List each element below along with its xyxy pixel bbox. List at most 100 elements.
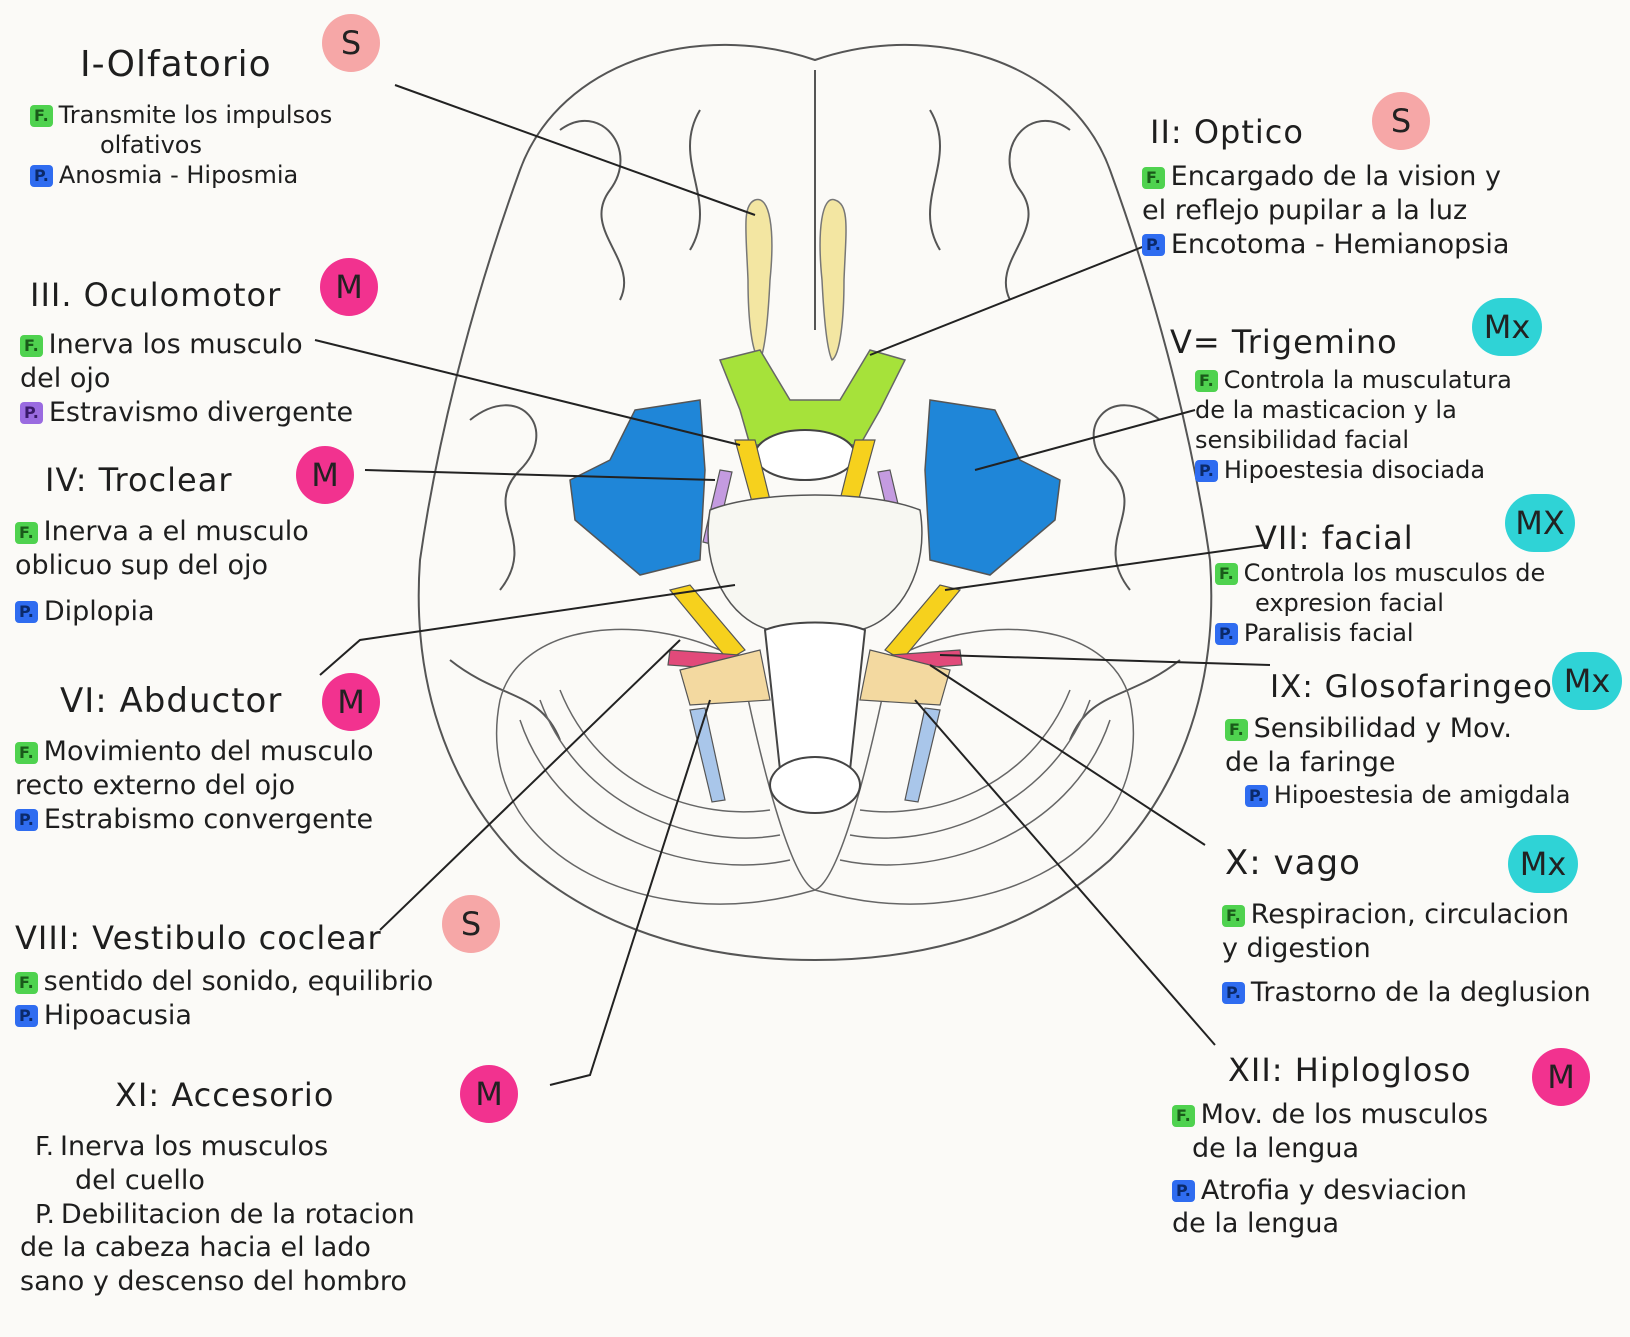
- olfactory-bulbs: [746, 200, 846, 360]
- desc-oculomotor: F. Inerva los musculo del ojo P. Estravism…: [20, 328, 353, 429]
- note-abductor: VI: Abductor: [60, 680, 282, 723]
- pons: [708, 495, 922, 630]
- nerve-title-hiplogloso: XII: Hiplogloso: [1228, 1050, 1472, 1090]
- function-line: oblicuo sup del ojo: [15, 550, 268, 581]
- desc-troclear: F.Inerva a el musculo oblicuo sup del oj…: [15, 515, 309, 628]
- spinal-cord-section: [770, 757, 860, 813]
- function-tag: F.: [1172, 1105, 1195, 1127]
- function-line: Inerva a el musculo: [44, 516, 309, 547]
- note-vago: X: vago: [1225, 842, 1361, 885]
- function-line: Controla la musculatura: [1224, 366, 1512, 394]
- pathology-tag: P.: [15, 601, 38, 623]
- function-line: del cuello: [75, 1165, 205, 1196]
- note-glosofaringeo: IX: Glosofaringeo: [1270, 668, 1553, 707]
- pathology-line: Diplopia: [44, 596, 155, 627]
- function-line: Controla los musculos de: [1244, 559, 1546, 587]
- type-badge-oculomotor: M: [320, 258, 378, 316]
- type-badge-facial: MX: [1505, 494, 1575, 552]
- pathology-line: Estrabismo convergente: [44, 804, 373, 835]
- function-line: recto externo del ojo: [15, 770, 295, 801]
- pathology-tag: P.: [1142, 234, 1165, 256]
- nerve-title-vago: X: vago: [1225, 842, 1361, 885]
- note-optico: II: Optico: [1150, 112, 1304, 152]
- pathology-tag: P.: [1222, 982, 1245, 1004]
- type-badge-abductor: M: [322, 673, 380, 731]
- nerve-title-oculomotor: III. Oculomotor: [30, 275, 281, 315]
- leader-vago: [930, 665, 1205, 845]
- function-line: olfativos: [100, 131, 202, 159]
- pathology-tag: P.: [1245, 785, 1268, 807]
- function-line: sentido del sonido, equilibrio: [44, 966, 434, 997]
- function-tag: F.: [15, 742, 38, 764]
- function-line: de la lengua: [1192, 1133, 1359, 1164]
- pathology-line: Trastorno de la deglusion: [1251, 977, 1591, 1008]
- type-badge-trigemino: Mx: [1472, 298, 1542, 356]
- type-badge-troclear: M: [296, 446, 354, 504]
- type-badge-hiplogloso: M: [1532, 1048, 1590, 1106]
- function-line: Inerva los musculos: [60, 1131, 328, 1162]
- desc-optico: F.Encargado de la vision y el reflejo pu…: [1142, 160, 1509, 261]
- type-badge-vago: Mx: [1508, 835, 1578, 893]
- note-accesorio: XI: Accesorio: [115, 1075, 334, 1115]
- pathology-line: Hipoestesia de amigdala: [1274, 781, 1571, 809]
- function-line: sensibilidad facial: [1195, 426, 1409, 454]
- leader-hiplogloso: [915, 700, 1215, 1045]
- type-badge-olfatorio: S: [322, 14, 380, 72]
- desc-trigemino: F. Controla la musculatura de la masticac…: [1195, 365, 1512, 485]
- function-line: Inerva los musculo: [49, 329, 303, 360]
- pathology-tag: P.: [15, 1005, 38, 1027]
- desc-vago: F.Respiracion, circulacion y digestion P…: [1222, 898, 1591, 1009]
- note-hiplogloso: XII: Hiplogloso: [1228, 1050, 1472, 1090]
- note-facial: VII: facial: [1255, 518, 1414, 558]
- function-line: de la masticacion y la: [1195, 396, 1457, 424]
- pathology-tag: P.: [35, 1199, 55, 1232]
- pathology-tag: P.: [30, 165, 53, 187]
- pathology-line: Estravismo divergente: [49, 397, 353, 428]
- note-oculomotor: III. Oculomotor: [30, 275, 281, 315]
- nerve-title-glosofaringeo: IX: Glosofaringeo: [1270, 668, 1553, 707]
- nerve-title-trigemino: V= Trigemino: [1170, 322, 1398, 362]
- function-line: Encargado de la vision y: [1171, 161, 1501, 192]
- function-tag: F.: [1195, 370, 1218, 392]
- pathology-line: Anosmia - Hiposmia: [59, 161, 298, 189]
- leader-olfatorio: [395, 85, 755, 215]
- note-trigemino: V= Trigemino: [1170, 322, 1398, 362]
- nerve-title-abductor: VI: Abductor: [60, 680, 282, 723]
- pituitary: [755, 430, 855, 480]
- pathology-line: Hipoacusia: [44, 1000, 192, 1031]
- desc-vestibulo: F. sentido del sonido, equilibrio P. Hipoa…: [15, 965, 433, 1033]
- type-badge-vestibulo: S: [442, 895, 500, 953]
- function-line: de la faringe: [1225, 747, 1395, 778]
- desc-facial: F.Controla los musculos de expresion fac…: [1215, 558, 1545, 648]
- pathology-tag: P.: [20, 402, 43, 424]
- pathology-line: Atrofia y desviacion: [1201, 1175, 1467, 1206]
- desc-glosofaringeo: F.Sensibilidad y Mov. de la faringe P.Hi…: [1225, 712, 1570, 810]
- nerve-title-facial: VII: facial: [1255, 518, 1414, 558]
- leader-accesorio: [550, 700, 710, 1085]
- desc-olfatorio: F. Transmite los impulsos olfativos P. Ano…: [30, 100, 332, 190]
- leader-vestibulo: [380, 640, 680, 930]
- function-line: Transmite los impulsos: [59, 101, 333, 129]
- type-badge-optico: S: [1372, 92, 1430, 150]
- nerve-title-troclear: IV: Troclear: [45, 460, 232, 500]
- note-troclear: IV: Troclear: [45, 460, 232, 500]
- function-line: el reflejo pupilar a la luz: [1142, 195, 1467, 226]
- pathology-line: Debilitacion de la rotacion: [61, 1199, 415, 1230]
- note-olfatorio: I-Olfatorio: [80, 42, 272, 87]
- nerve-title-vestibulo: VIII: Vestibulo coclear: [15, 918, 382, 958]
- function-line: Sensibilidad y Mov.: [1254, 713, 1512, 744]
- function-tag: F.: [20, 335, 43, 357]
- desc-abductor: F.Movimiento del musculo recto externo d…: [15, 735, 373, 836]
- pathology-line: Paralisis facial: [1244, 619, 1414, 647]
- function-tag: F.: [1222, 905, 1245, 927]
- function-line: del ojo: [20, 363, 110, 394]
- function-tag: F.: [15, 972, 38, 994]
- note-vestibulo: VIII: Vestibulo coclear: [15, 918, 382, 958]
- function-tag: F.: [30, 105, 53, 127]
- function-line: Respiracion, circulacion: [1251, 899, 1570, 930]
- pathology-tag: P.: [1215, 623, 1238, 645]
- function-line: expresion facial: [1255, 589, 1444, 617]
- pathology-tag: P.: [15, 809, 38, 831]
- leader-optico: [870, 240, 1160, 355]
- pathology-line: Encotoma - Hemianopsia: [1171, 229, 1510, 260]
